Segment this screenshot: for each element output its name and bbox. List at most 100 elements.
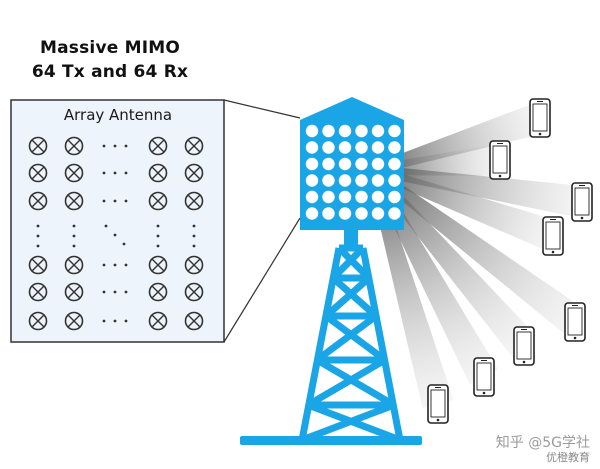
ellipsis-dot: [122, 242, 126, 246]
ellipsis-dot: [36, 224, 40, 228]
smartphone-icon: [427, 384, 449, 424]
ellipsis-dot: [113, 319, 117, 323]
ellipsis-dot: [113, 290, 117, 294]
antenna-element-icon: [28, 191, 48, 211]
antenna-element-icon: [64, 191, 84, 211]
ellipsis-dot: [124, 171, 128, 175]
antenna-port-icon: [338, 207, 352, 220]
ellipsis-dot: [102, 171, 106, 175]
ellipsis-dot: [113, 263, 117, 267]
antenna-element-icon: [64, 136, 84, 156]
ellipsis-dot: [156, 244, 160, 248]
antenna-port-icon: [371, 207, 385, 220]
antenna-port-icon: [305, 141, 319, 154]
ellipsis-dot: [113, 144, 117, 148]
antenna-port-icon: [371, 141, 385, 154]
antenna-port-icon: [388, 141, 401, 154]
antenna-element-icon: [148, 136, 168, 156]
antenna-port-icon: [355, 174, 368, 187]
antenna-element-icon: [64, 282, 84, 302]
zoom-line-bottom: [223, 217, 301, 343]
ellipsis-dot: [72, 244, 76, 248]
antenna-port-icon: [305, 207, 319, 220]
antenna-port-icon: [355, 157, 368, 171]
antenna-port-icon: [371, 124, 385, 138]
ellipsis-dot: [124, 319, 128, 323]
antenna-port-icon: [355, 190, 368, 204]
antenna-element-icon: [148, 282, 168, 302]
antenna-port-icon: [355, 124, 368, 138]
antenna-port-icon: [388, 174, 401, 187]
ellipsis-dot: [192, 234, 196, 238]
antenna-port-icon: [388, 124, 401, 138]
antenna-element-icon: [64, 255, 84, 275]
ellipsis-dot: [102, 199, 106, 203]
antenna-port-icon: [322, 124, 335, 138]
antenna-element-icon: [28, 163, 48, 183]
antenna-element-icon: [28, 255, 48, 275]
array-antenna-label: Array Antenna: [63, 106, 173, 124]
ellipsis-dot: [36, 234, 40, 238]
smartphone-icon: [542, 216, 564, 256]
ellipsis-dot: [113, 199, 117, 203]
ellipsis-dot: [113, 233, 117, 237]
smartphone-icon: [513, 326, 535, 366]
antenna-element-icon: [184, 255, 204, 275]
antenna-element-icon: [64, 163, 84, 183]
array-element-grid: [28, 136, 204, 331]
antenna-element-icon: [148, 163, 168, 183]
antenna-port-icon: [305, 190, 319, 204]
ellipsis-dot: [156, 224, 160, 228]
ellipsis-dot: [113, 171, 117, 175]
antenna-element-icon: [184, 191, 204, 211]
antenna-element-icon: [148, 191, 168, 211]
diagram-title-line2: 64 Tx and 64 Rx: [31, 62, 189, 82]
beam: [370, 102, 545, 175]
smartphone-icon: [473, 357, 495, 397]
ellipsis-dot: [124, 199, 128, 203]
ellipsis-dot: [72, 234, 76, 238]
antenna-port-icon: [338, 124, 352, 138]
antenna-port-icon: [305, 124, 319, 138]
smartphone-icon: [564, 302, 586, 342]
ellipsis-dot: [192, 224, 196, 228]
antenna-port-icon: [322, 157, 335, 171]
ellipsis-dot: [156, 234, 160, 238]
smartphone-icon: [571, 182, 593, 222]
user-device-group: [427, 98, 593, 424]
antenna-port-icon: [338, 141, 352, 154]
beam: [370, 165, 559, 252]
antenna-element-icon: [184, 136, 204, 156]
ellipsis-dot: [124, 290, 128, 294]
diagram-title-line1: Massive MIMO: [40, 38, 180, 58]
antenna-element-icon: [148, 255, 168, 275]
antenna-port-icon: [338, 190, 352, 204]
antenna-port-icon: [322, 174, 335, 187]
antenna-element-icon: [184, 311, 204, 331]
antenna-port-icon: [338, 174, 352, 187]
watermark-subtext: 优橙教育: [546, 451, 590, 464]
antenna-element-icon: [28, 282, 48, 302]
antenna-element-icon: [64, 311, 84, 331]
beam-group: [367, 102, 585, 409]
lattice-frame: [298, 244, 404, 444]
antenna-element-icon: [28, 311, 48, 331]
ellipsis-dot: [36, 244, 40, 248]
antenna-port-icon: [355, 207, 368, 220]
beam: [371, 165, 585, 218]
ellipsis-dot: [104, 224, 108, 228]
antenna-port-icon: [371, 157, 385, 171]
antenna-port-icon: [305, 157, 319, 171]
mast-neck: [344, 230, 358, 248]
ellipsis-dot: [72, 224, 76, 228]
antenna-element-icon: [184, 163, 204, 183]
ellipsis-dot: [102, 263, 106, 267]
antenna-port-icon: [305, 174, 319, 187]
antenna-port-icon: [388, 207, 401, 220]
ellipsis-dot: [124, 263, 128, 267]
watermark-text: 知乎 @5G学社: [495, 435, 590, 451]
antenna-port-icon: [322, 207, 335, 220]
antenna-port-icon: [322, 190, 335, 204]
smartphone-icon: [529, 98, 551, 138]
